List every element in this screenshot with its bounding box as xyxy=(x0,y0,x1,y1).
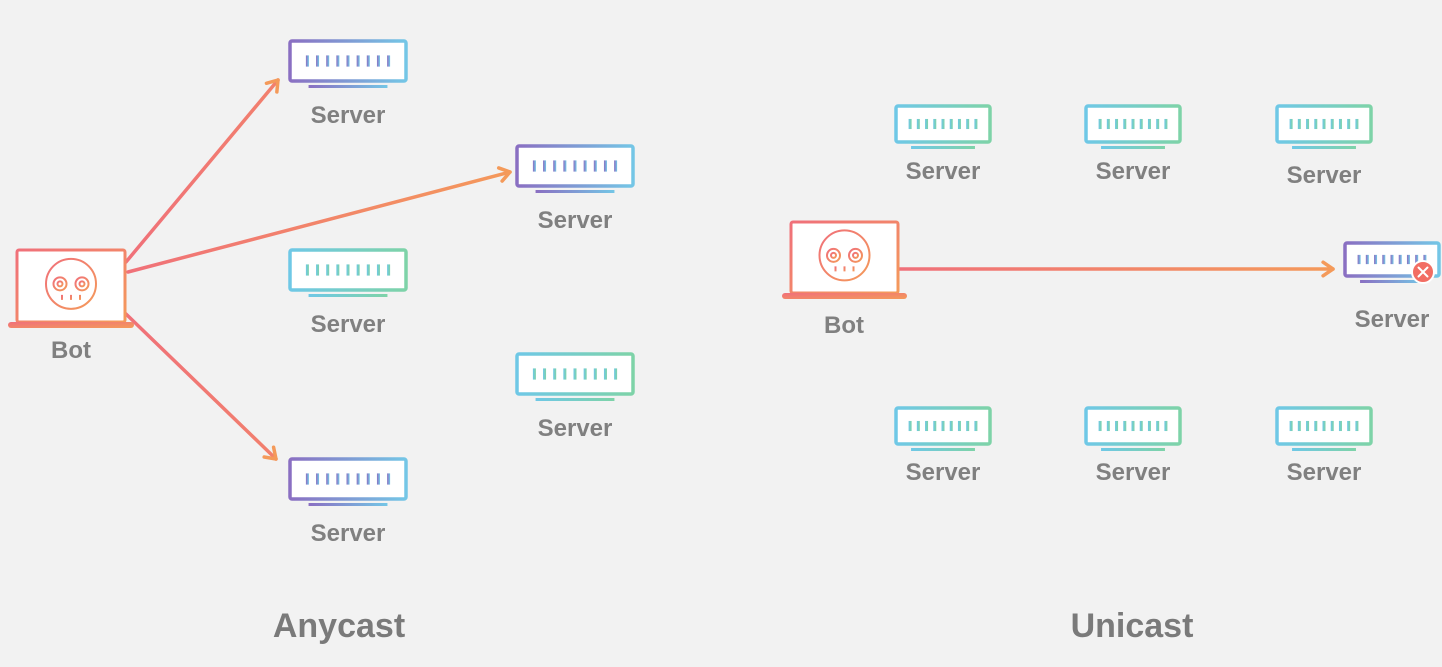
connection-arrow xyxy=(896,260,1335,278)
server-icon xyxy=(1275,406,1373,451)
server-icon xyxy=(894,406,992,451)
server-label-blocked: Server xyxy=(1354,306,1430,333)
server-label: Server xyxy=(1286,459,1362,486)
connection-arrow xyxy=(124,312,278,461)
server-icon xyxy=(1275,104,1373,149)
server-label: Server xyxy=(537,207,613,234)
connection-arrow xyxy=(124,78,280,264)
bot-label: Bot xyxy=(824,312,864,339)
server-label: Server xyxy=(1286,162,1362,189)
server-label: Server xyxy=(310,520,386,547)
server-icon xyxy=(288,457,408,506)
section-title-unicast: Unicast xyxy=(1070,607,1194,645)
server-label: Server xyxy=(310,102,386,129)
server-icon xyxy=(515,352,635,401)
server-label: Server xyxy=(1095,158,1171,185)
server-label: Server xyxy=(905,158,981,185)
robot-laptop-icon xyxy=(782,220,907,299)
bot-label: Bot xyxy=(51,337,91,364)
server-label: Server xyxy=(905,459,981,486)
server-icon-blocked xyxy=(1343,241,1441,284)
connection-arrow xyxy=(126,166,512,274)
server-icon xyxy=(1084,104,1182,149)
server-icon xyxy=(515,144,635,193)
server-label: Server xyxy=(1095,459,1171,486)
close-circle-icon xyxy=(1411,260,1435,284)
server-icon xyxy=(288,248,408,297)
server-icon xyxy=(1084,406,1182,451)
section-title-anycast: Anycast xyxy=(272,607,406,645)
server-label: Server xyxy=(537,415,613,442)
server-label: Server xyxy=(310,311,386,338)
server-icon xyxy=(288,39,408,88)
robot-laptop-icon xyxy=(8,248,134,328)
server-icon xyxy=(894,104,992,149)
